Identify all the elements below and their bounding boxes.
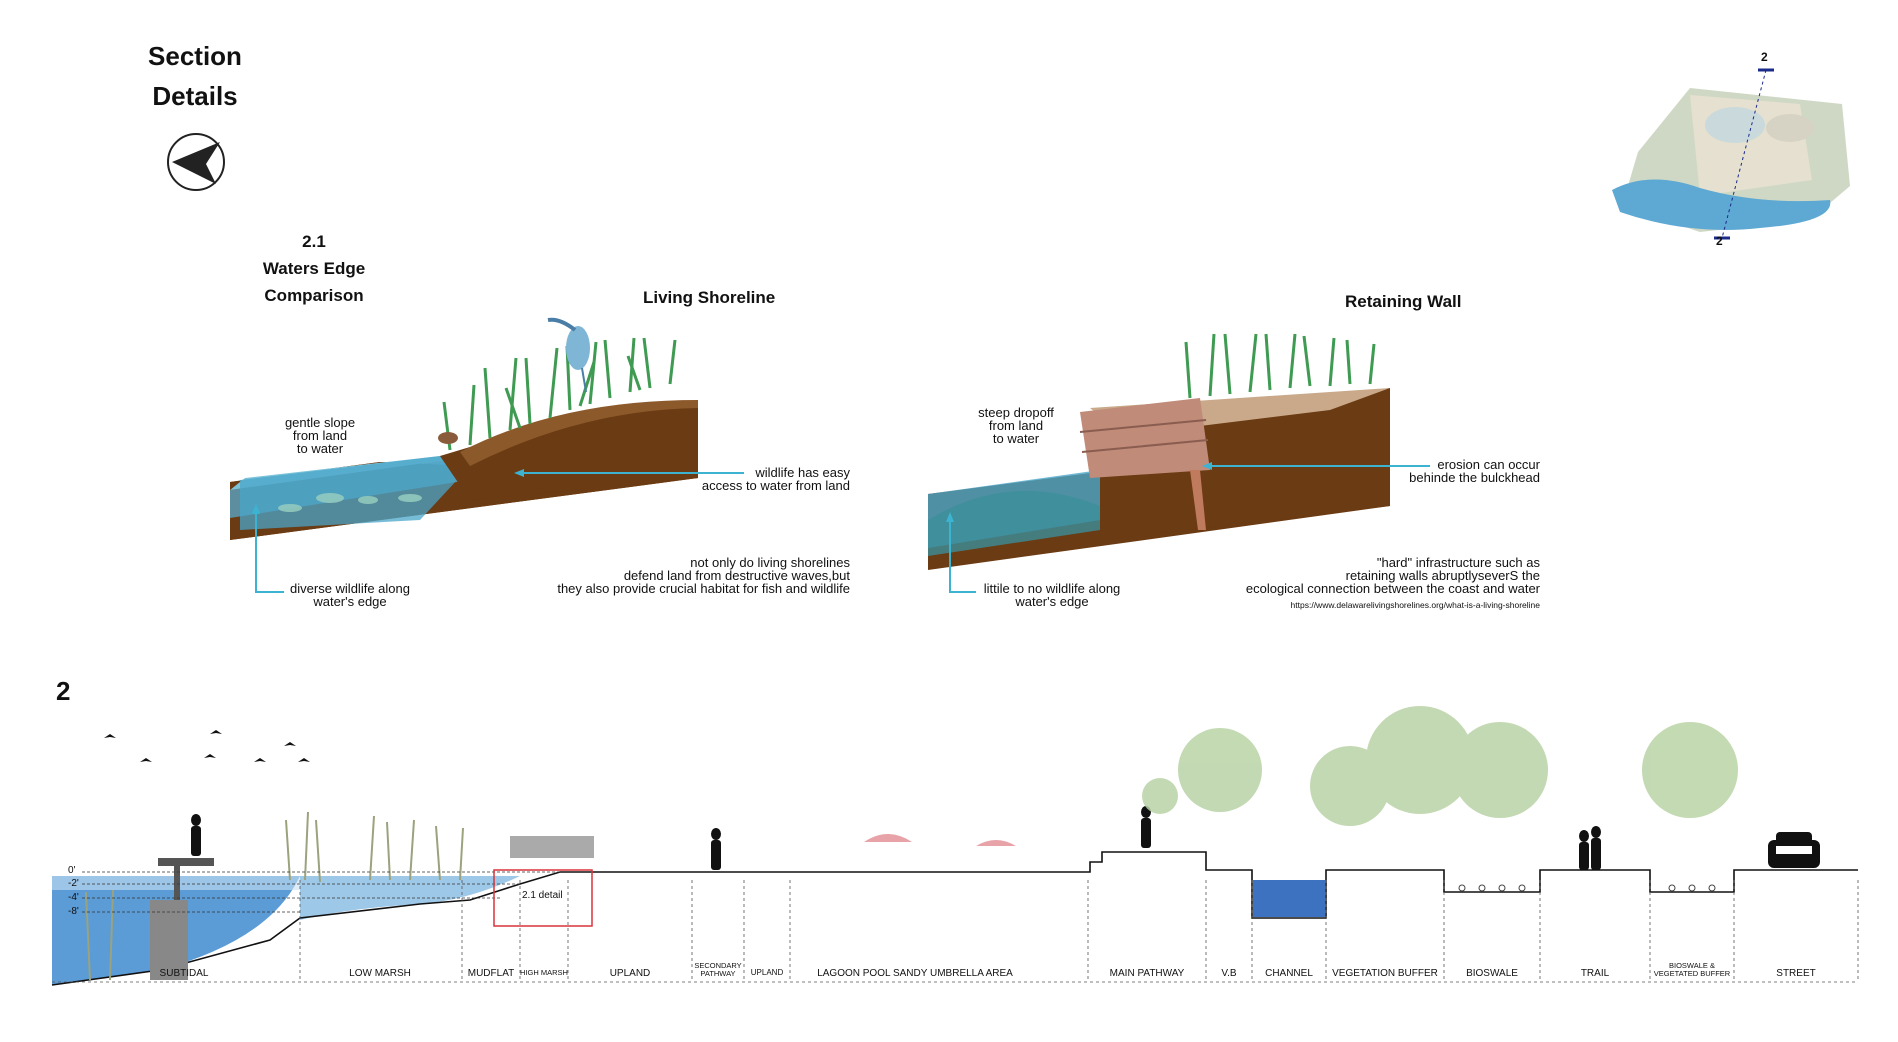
note-line: water's edge [1015,594,1089,609]
section-number: 2 [56,676,71,706]
tree-icon [1142,706,1738,826]
zone-label: BIOSWALE [1466,968,1518,979]
depth-lines [82,871,560,913]
site-keymap-image [1612,68,1850,240]
zone-label: VEGETATION BUFFER [1332,968,1438,979]
living-shoreline-block [230,317,698,540]
marsh-grass-icon [85,811,464,981]
note-little-wildlife: littile to no wildlife along water's edg… [972,582,1132,608]
zone-label: LAGOON POOL SANDY UMBRELLA AREA [817,968,1013,979]
note-line: diverse wildlife along [290,581,410,596]
note-wildlife-access: wildlife has easy access to water from l… [650,466,850,492]
bird-icon [104,730,310,762]
zone-label: TRAIL [1580,968,1610,979]
living-shoreline-heading: Living Shoreline [643,288,776,307]
detail-title-line1: Waters Edge [262,259,366,278]
page-title-line2: Details [152,81,238,111]
section-drawing [51,706,1859,986]
bird-icon [438,432,458,444]
detail-callout-label: 2.1 detail [522,890,563,901]
note-line: gentle slope [284,415,356,430]
leader-lines [255,465,1430,593]
note-defend-land: not only do living shorelines defend lan… [500,556,850,595]
zone-label: SUBTIDAL [159,968,209,979]
depth-label: 0' [68,865,76,876]
north-arrow-icon [167,133,225,191]
page-title-line1: Section [148,41,242,71]
zone-label: BIOSWALE & VEGETATED BUFFER [1653,961,1731,978]
note-line: retaining walls abruptlyseverS the [1345,568,1540,583]
zone-label: STREET [1776,968,1816,979]
depth-label: -4' [68,892,79,903]
note-hard-infrastructure: "hard" infrastructure such as retaining … [1180,556,1540,595]
retaining-wall-block [928,333,1390,570]
heron-icon [547,317,590,393]
zone-label: MAIN PATHWAY [1109,968,1185,979]
note-gentle-slope: gentle slope from land to water [270,416,370,455]
car-icon [1768,832,1820,868]
note-line: to water [296,441,344,456]
note-line: "hard" infrastructure such as [1376,555,1540,570]
retaining-wall-heading: Retaining Wall [1345,292,1462,311]
zone-label: V.B [1221,968,1237,979]
note-line: to water [992,431,1040,446]
detail-callout-box [493,869,593,927]
zone-label: HIGH MARSH [520,968,568,977]
note-line: littile to no wildlife along [983,581,1121,596]
keymap-label-bottom: 2 [1716,234,1723,248]
depth-label: -2' [68,878,79,889]
note-line: from land [988,418,1044,433]
note-line: wildlife has easy [755,465,850,480]
zone-label: CHANNEL [1265,968,1313,979]
zone-label: SECONDARY PATHWAY [694,961,742,978]
note-line: defend land from destructive waves,but [623,568,850,583]
zone-label: UPLAND [750,968,784,977]
note-line: access to water from land [701,478,850,493]
depth-label: -8' [68,906,79,917]
source-url[interactable]: https://www.delawarelivingshorelines.org… [1290,600,1540,610]
note-line: water's edge [313,594,387,609]
note-line: not only do living shorelines [690,555,850,570]
note-erosion: erosion can occur behinde the bulckhead [1340,458,1540,484]
note-line: from land [292,428,348,443]
grass-icon [1184,333,1376,399]
zone-label: LOW MARSH [349,968,411,979]
note-diverse-wildlife: diverse wildlife along water's edge [280,582,420,608]
detail-number: 2.1 [302,232,326,251]
umbrella-icon [864,834,1016,846]
detail-title-line2: Comparison [264,286,364,305]
note-line: they also provide crucial habitat for fi… [557,581,850,596]
zone-dividers [299,880,1859,982]
person-icon [191,806,1601,870]
note-line: erosion can occur [1437,457,1540,472]
note-steep-dropoff: steep dropoff from land to water [966,406,1066,445]
note-line: ecological connection between the coast … [1245,581,1540,596]
marsh-grass-icon [442,337,677,451]
note-line: behinde the bulckhead [1409,470,1540,485]
keymap-label-top: 2 [1761,50,1768,64]
note-line: steep dropoff [978,405,1054,420]
zone-label: MUDFLAT [467,968,515,979]
page-title: Section Details [120,36,270,116]
zone-label: UPLAND [609,968,651,979]
detail-heading: 2.1 Waters Edge Comparison [244,228,384,309]
